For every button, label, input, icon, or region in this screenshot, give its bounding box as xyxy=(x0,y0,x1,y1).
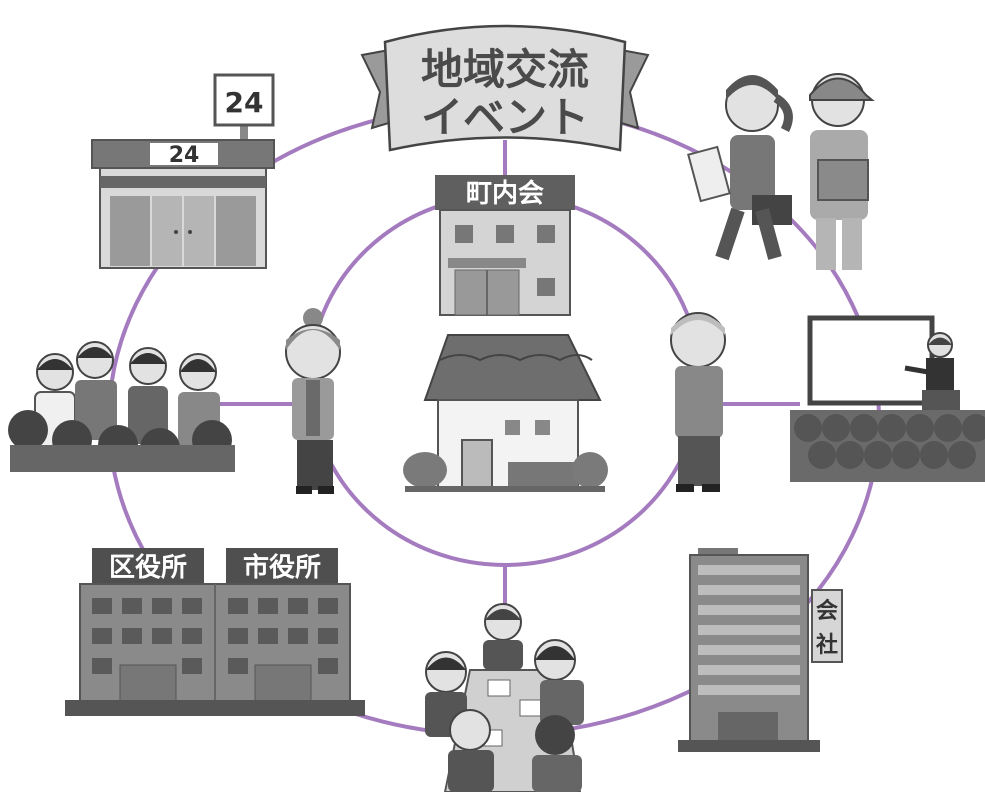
presentation-audience-icon xyxy=(790,315,985,482)
elderly-woman-icon xyxy=(285,308,341,494)
store-sign-front: 24 xyxy=(169,143,200,168)
event-banner: 地域交流 イベント xyxy=(360,24,650,152)
council-sign: 町内会 xyxy=(466,179,544,209)
town-council-building-icon: 町内会 xyxy=(435,175,575,316)
elderly-man-icon xyxy=(670,312,726,492)
delivery-workers-icon xyxy=(687,73,875,270)
discussion-group-icon xyxy=(8,341,235,472)
banner-line2: イベント xyxy=(421,93,589,142)
company-sign-char2: 社 xyxy=(816,632,838,658)
ward-office-sign: 区役所 xyxy=(109,553,187,583)
city-offices-icon: 区役所 市役所 xyxy=(65,548,365,716)
house-icon xyxy=(403,334,608,492)
convenience-store-icon: 24 24 xyxy=(91,73,275,269)
company-sign-char1: 会 xyxy=(816,598,838,624)
office-building-icon: 会 社 xyxy=(678,548,843,752)
meeting-table-icon xyxy=(425,603,584,792)
city-hall-sign: 市役所 xyxy=(243,552,321,583)
store-sign-top: 24 xyxy=(225,86,264,119)
banner-line1: 地域交流 xyxy=(421,45,589,94)
